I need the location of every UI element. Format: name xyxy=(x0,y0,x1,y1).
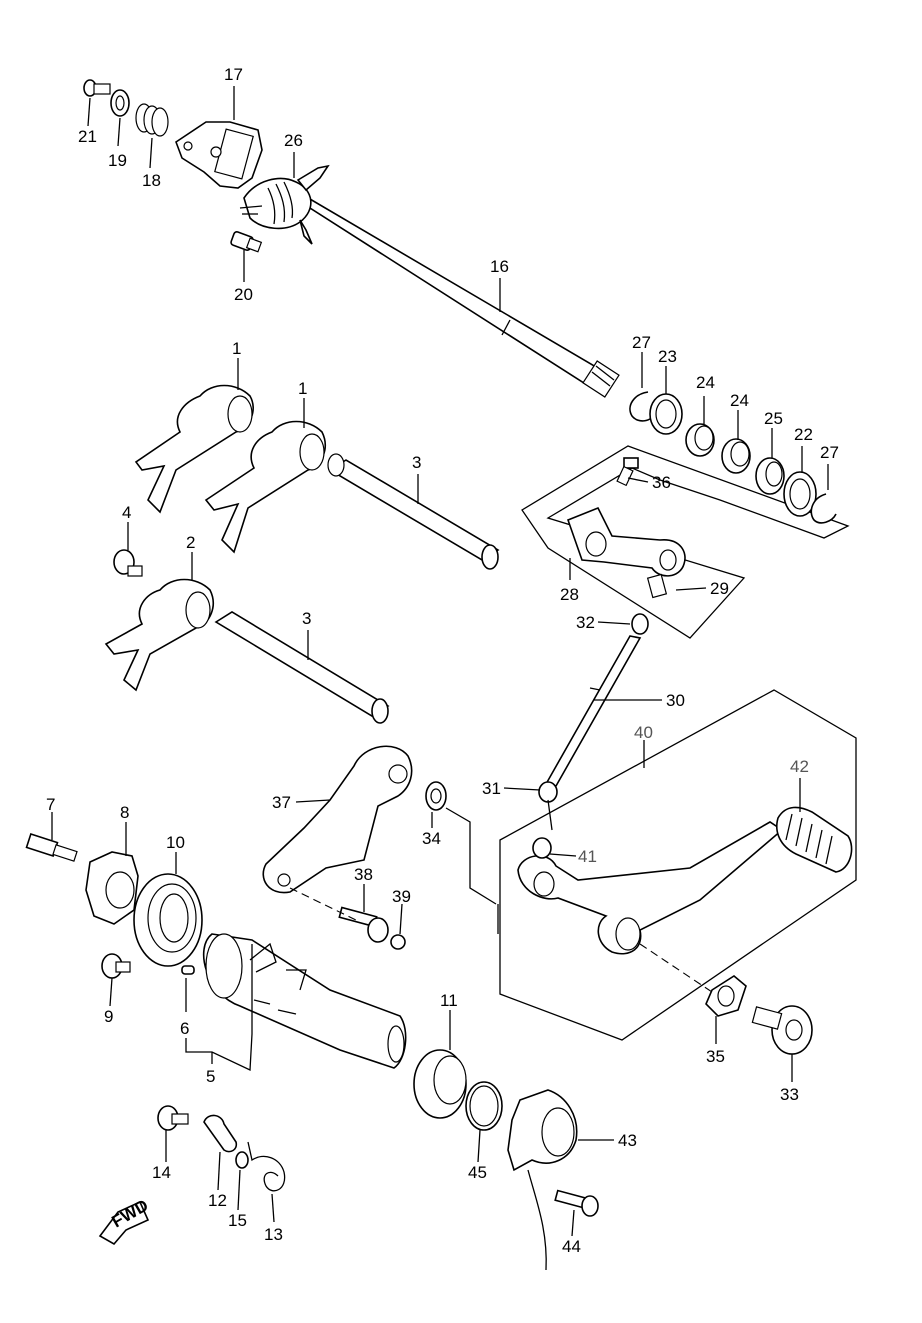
bearing-10 xyxy=(133,873,203,967)
label-19: 19 xyxy=(108,151,127,170)
fork-shaft-3b xyxy=(214,611,390,724)
label-12: 12 xyxy=(208,1191,227,1210)
gearshift-rod-30 xyxy=(544,635,642,787)
label-38: 38 xyxy=(354,865,373,884)
label-1b: 1 xyxy=(298,379,307,398)
label-26: 26 xyxy=(284,131,303,150)
nut-41 xyxy=(532,837,552,859)
bush-25 xyxy=(755,457,785,495)
label-31: 31 xyxy=(482,779,501,798)
bracket-frame-40 xyxy=(499,689,857,1041)
label-32: 32 xyxy=(576,613,595,632)
label-24a: 24 xyxy=(696,373,715,392)
gearshift-cam-plate-8 xyxy=(85,851,139,925)
label-18: 18 xyxy=(142,171,161,190)
label-45: 45 xyxy=(468,1163,487,1182)
label-1a: 1 xyxy=(232,339,241,358)
label-27b: 27 xyxy=(820,443,839,462)
lever-12 xyxy=(203,1114,238,1153)
label-39: 39 xyxy=(392,887,411,906)
label-27a: 27 xyxy=(632,333,651,352)
label-14: 14 xyxy=(152,1163,171,1182)
gearshift-cam-5 xyxy=(203,933,407,1069)
label-6: 6 xyxy=(180,1019,189,1038)
label-30: 30 xyxy=(666,691,685,710)
label-33: 33 xyxy=(780,1085,799,1104)
label-42: 42 xyxy=(790,757,809,776)
label-44: 44 xyxy=(562,1237,581,1256)
label-4: 4 xyxy=(122,503,131,522)
gearshift-shaft-16 xyxy=(297,191,620,398)
label-9: 9 xyxy=(104,1007,113,1026)
bearing-11 xyxy=(413,1049,467,1119)
part-labels: 21 19 18 17 26 20 16 27 23 24 24 25 22 2… xyxy=(46,65,839,1256)
label-43: 43 xyxy=(618,1131,637,1150)
bolt-14 xyxy=(157,1105,189,1131)
pedal-rubber-42 xyxy=(776,806,853,873)
label-23: 23 xyxy=(658,347,677,366)
label-22: 22 xyxy=(794,425,813,444)
label-25: 25 xyxy=(764,409,783,428)
shift-plate-17 xyxy=(175,121,263,189)
label-17: 17 xyxy=(224,65,243,84)
cap-39 xyxy=(390,934,406,950)
label-35: 35 xyxy=(706,1047,725,1066)
label-21: 21 xyxy=(78,127,97,146)
label-40: 40 xyxy=(634,723,653,742)
label-37: 37 xyxy=(272,793,291,812)
label-16: 16 xyxy=(490,257,509,276)
label-8: 8 xyxy=(120,803,129,822)
bolt-38 xyxy=(338,906,389,943)
leader-lines xyxy=(51,86,829,1237)
label-15: 15 xyxy=(228,1211,247,1230)
bearing-24b xyxy=(721,438,751,474)
spring-13 xyxy=(247,1141,286,1192)
bolt-4 xyxy=(113,549,143,577)
washer-15 xyxy=(235,1151,249,1169)
gearshift-lever-40 xyxy=(517,821,784,955)
label-11: 11 xyxy=(440,991,458,1010)
fork-shaft-3a xyxy=(327,453,500,570)
bolt-44 xyxy=(554,1189,599,1217)
pin-20 xyxy=(230,231,263,253)
label-5: 5 xyxy=(206,1067,215,1086)
circlip-27b xyxy=(810,493,837,524)
shift-fork-1b xyxy=(204,420,326,554)
spring-18 xyxy=(135,103,169,137)
label-36: 36 xyxy=(652,473,671,492)
gear-position-switch-43 xyxy=(507,1089,578,1271)
label-28: 28 xyxy=(560,585,579,604)
bolt-9 xyxy=(101,953,131,979)
bearing-24a xyxy=(685,423,715,457)
label-3b: 3 xyxy=(302,609,311,628)
label-20: 20 xyxy=(234,285,253,304)
cam-stopper-37 xyxy=(262,745,413,894)
label-2: 2 xyxy=(186,533,195,552)
label-34: 34 xyxy=(422,829,441,848)
bolt-21 xyxy=(83,79,111,97)
pin-6 xyxy=(181,965,195,975)
label-24b: 24 xyxy=(730,391,749,410)
return-spring-26 xyxy=(239,164,330,245)
label-29: 29 xyxy=(710,579,729,598)
label-41: 41 xyxy=(578,847,597,866)
bolt-36 xyxy=(616,457,639,487)
nut-31 xyxy=(538,781,558,803)
label-3a: 3 xyxy=(412,453,421,472)
shift-fork-2 xyxy=(104,578,214,692)
label-10: 10 xyxy=(166,833,185,852)
gearshift-arm-28 xyxy=(566,506,686,599)
label-7: 7 xyxy=(46,795,55,814)
bolt-7 xyxy=(25,833,78,862)
nut-32 xyxy=(631,613,649,635)
label-13: 13 xyxy=(264,1225,283,1244)
fwd-arrow-icon: FWD xyxy=(98,1196,152,1246)
shift-fork-1a xyxy=(134,384,254,514)
washer-35 xyxy=(705,975,747,1017)
bolt-33 xyxy=(751,1005,813,1055)
